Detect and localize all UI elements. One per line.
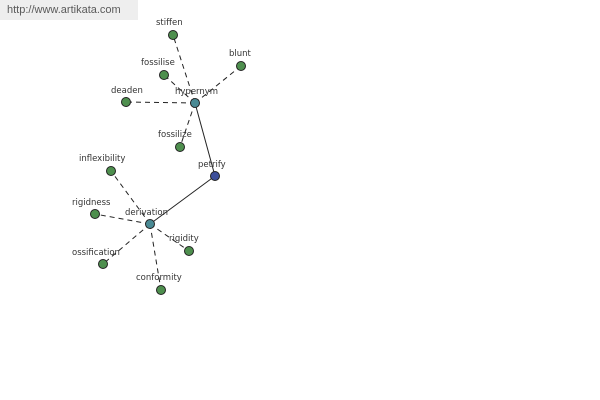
node-label-rigidity[interactable]: rigidity <box>169 234 199 244</box>
node-label-blunt[interactable]: blunt <box>229 49 252 59</box>
edge-hypernym-fossilise <box>163 74 196 104</box>
node-petrify[interactable] <box>210 171 220 181</box>
node-label-ossification[interactable]: ossification <box>72 248 120 258</box>
node-fossilize[interactable] <box>175 142 185 152</box>
node-rigidness[interactable] <box>90 209 100 219</box>
node-label-rigidness[interactable]: rigidness <box>72 198 111 208</box>
edge-hypernym-fossilize <box>179 102 196 148</box>
artikata-watermark: http://www.artikata.com <box>0 0 138 20</box>
node-label-fossilise[interactable]: fossilise <box>141 58 175 68</box>
graph-edges <box>94 34 242 291</box>
node-label-stiffen[interactable]: stiffen <box>156 18 183 28</box>
node-label-derivation[interactable]: derivation <box>125 208 168 218</box>
node-rigidity[interactable] <box>184 246 194 256</box>
edge-petrify-derivation <box>149 175 216 225</box>
node-label-hypernym[interactable]: hypernym <box>175 87 218 97</box>
node-label-fossilize[interactable]: fossilize <box>158 130 192 140</box>
edge-hypernym-deaden <box>125 101 196 104</box>
node-ossification[interactable] <box>98 259 108 269</box>
node-label-petrify[interactable]: petrify <box>198 160 226 170</box>
node-inflexibility[interactable] <box>106 166 116 176</box>
edge-derivation-inflexibility <box>110 170 151 225</box>
edge-petrify-hypernym <box>194 102 216 177</box>
edge-derivation-ossification <box>102 223 151 265</box>
node-blunt[interactable] <box>236 61 246 71</box>
node-hypernym[interactable] <box>190 98 200 108</box>
graph-nodes <box>90 30 246 295</box>
node-label-inflexibility[interactable]: inflexibility <box>79 154 125 164</box>
edge-hypernym-blunt <box>194 65 242 104</box>
node-conformity[interactable] <box>156 285 166 295</box>
edge-derivation-rigidity <box>149 223 190 252</box>
edge-hypernym-stiffen <box>172 34 196 104</box>
edge-derivation-conformity <box>149 223 162 291</box>
edge-derivation-rigidness <box>94 213 151 225</box>
node-stiffen[interactable] <box>168 30 178 40</box>
node-deaden[interactable] <box>121 97 131 107</box>
node-label-deaden[interactable]: deaden <box>111 86 143 96</box>
node-label-conformity[interactable]: conformity <box>136 273 182 283</box>
node-fossilise[interactable] <box>159 70 169 80</box>
node-derivation[interactable] <box>145 219 155 229</box>
graph-labels: petrify hypernym derivation stiffen fossilis… <box>72 18 252 283</box>
